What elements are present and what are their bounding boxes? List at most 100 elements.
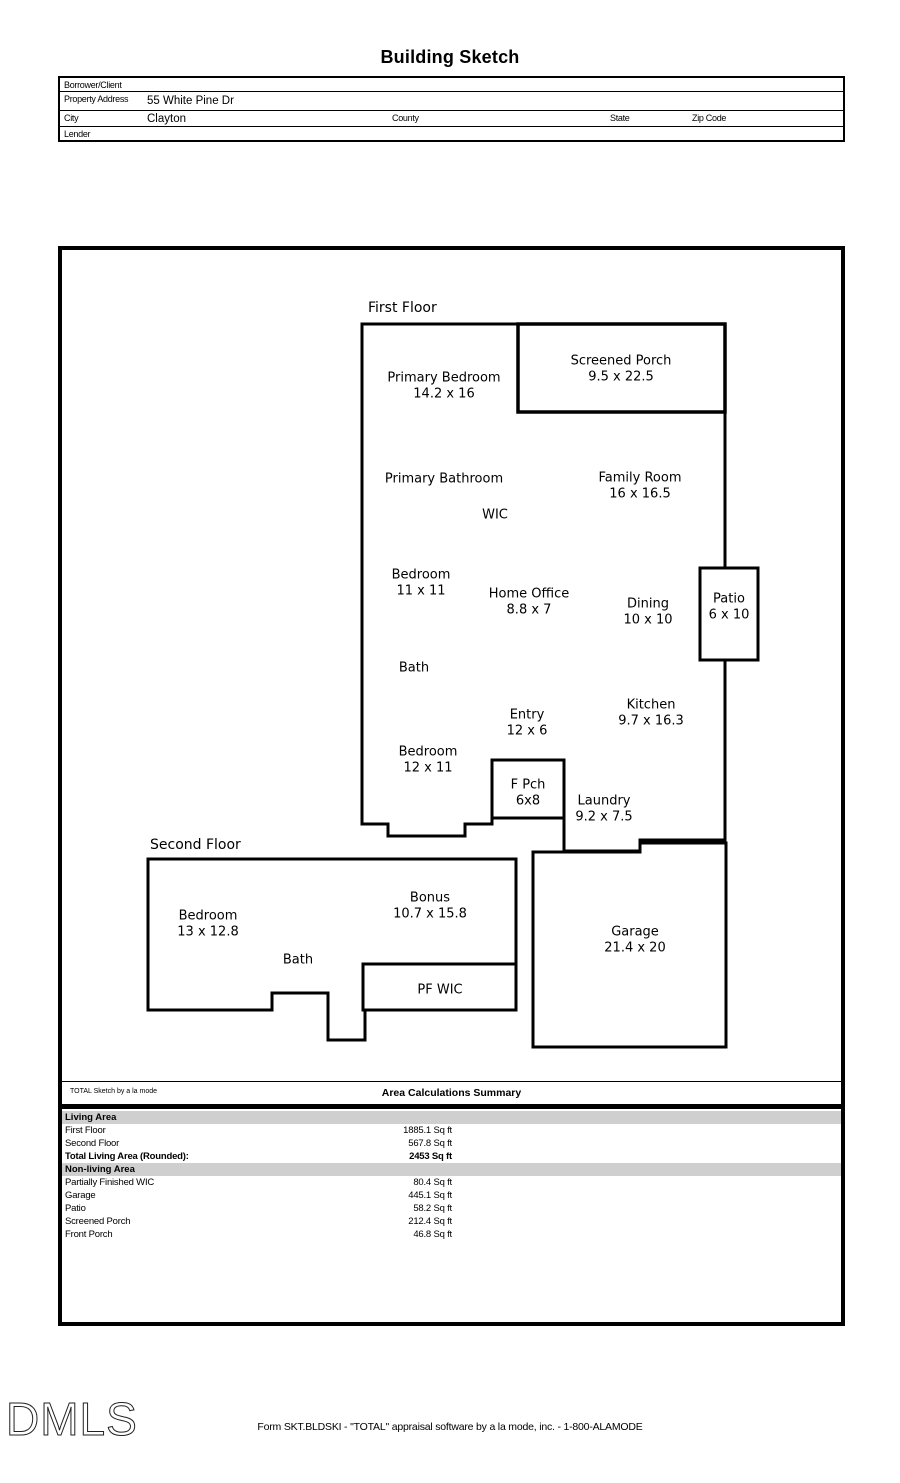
zip-code-label: Zip Code [692, 113, 727, 123]
row-value: 445.1 Sq ft [408, 1190, 452, 1201]
room-label-laundry: Laundry 9.2 x 7.5 [575, 794, 632, 825]
footer-form-line: Form SKT.BLDSKI - "TOTAL" appraisal soft… [257, 1421, 643, 1433]
table-row-total: Total Living Area (Rounded): 2453 Sq ft [62, 1150, 841, 1163]
room-dims: 6x8 [515, 793, 541, 808]
room-dims: 12 x 6 [506, 723, 548, 738]
room-label-bedroom-13x128: Bedroom 13 x 12.8 [177, 909, 238, 940]
row-value: 567.8 Sq ft [408, 1138, 452, 1149]
row-value: 58.2 Sq ft [413, 1203, 452, 1214]
lender-label: Lender [64, 129, 91, 139]
row-label: Second Floor [65, 1138, 120, 1149]
borrower-label: Borrower/Client [64, 80, 122, 90]
table-row: Second Floor 567.8 Sq ft [62, 1137, 841, 1150]
property-address-value: 55 White Pine Dr [147, 95, 234, 107]
room-label-primary-bathroom: Primary Bathroom [385, 471, 503, 487]
room-name: Kitchen [626, 697, 676, 713]
sketch-border-box [58, 246, 845, 1326]
room-label-dining: Dining 10 x 10 [623, 597, 672, 628]
room-dims: 14.2 x 16 [413, 386, 475, 401]
room-label-bonus: Bonus 10.7 x 15.8 [393, 891, 467, 922]
room-name: Home Office [488, 586, 570, 602]
form-row-city: City Clayton County State Zip Code [60, 111, 843, 127]
room-name: Primary Bathroom [384, 471, 504, 487]
room-name: Bedroom [178, 908, 238, 924]
room-dims: 12 x 11 [403, 760, 453, 775]
property-info-form: Borrower/Client Property Address 55 Whit… [58, 76, 845, 142]
row-value: 46.8 Sq ft [413, 1229, 452, 1240]
room-label-screened-porch: Screened Porch 9.5 x 22.5 [571, 354, 672, 385]
row-label: Front Porch [65, 1229, 113, 1240]
city-value: Clayton [147, 113, 186, 125]
room-name: Screened Porch [570, 353, 672, 369]
table-row: Patio 58.2 Sq ft [62, 1202, 841, 1215]
page-title: Building Sketch [380, 47, 520, 67]
form-row-property: Property Address 55 White Pine Dr [60, 92, 843, 111]
form-row-lender: Lender [60, 127, 843, 140]
room-label-wic: WIC [482, 507, 508, 523]
room-label-patio: Patio 6 x 10 [709, 592, 750, 623]
first-floor-title: First Floor [368, 300, 437, 316]
header-divider-bar [62, 1104, 841, 1109]
dmls-logo-text: DMLS [6, 1393, 138, 1445]
city-label: City [64, 113, 79, 123]
room-name: Entry [509, 707, 545, 723]
room-name: Bedroom [398, 744, 458, 760]
room-label-bedroom-12x11: Bedroom 12 x 11 [399, 745, 458, 776]
room-label-home-office: Home Office 8.8 x 7 [489, 587, 569, 618]
county-label: County [392, 113, 419, 123]
room-label-entry: Entry 12 x 6 [507, 708, 548, 739]
room-label-family-room: Family Room 16 x 16.5 [599, 471, 682, 502]
room-label-front-porch: F Pch 6x8 [511, 778, 546, 809]
form-row-borrower: Borrower/Client [60, 78, 843, 92]
room-label-bath-first: Bath [399, 660, 429, 676]
row-label: Partially Finished WIC [65, 1177, 155, 1188]
property-address-label: Property Address [64, 94, 129, 104]
room-dims: 8.8 x 7 [506, 602, 552, 617]
living-area-header: Living Area [62, 1111, 841, 1124]
row-label: First Floor [65, 1125, 106, 1136]
room-name: Bedroom [391, 567, 451, 583]
row-value: 212.4 Sq ft [408, 1216, 452, 1227]
table-row: Garage 445.1 Sq ft [62, 1189, 841, 1202]
room-dims: 9.7 x 16.3 [618, 713, 684, 728]
room-dims: 11 x 11 [396, 583, 446, 598]
room-dims: 10 x 10 [623, 612, 673, 627]
row-label: Garage [65, 1190, 96, 1201]
room-name: Dining [627, 596, 669, 612]
row-value: 1885.1 Sq ft [403, 1125, 452, 1136]
patio-outline [698, 566, 760, 662]
second-floor-title: Second Floor [150, 837, 241, 853]
room-dims: 16 x 16.5 [609, 486, 671, 501]
table-row: First Floor 1885.1 Sq ft [62, 1124, 841, 1137]
room-name: Garage [611, 924, 659, 940]
total-sketch-brand: TOTAL Sketch by a la mode [70, 1088, 158, 1095]
room-dims: 10.7 x 15.8 [393, 906, 467, 921]
row-label: Total Living Area (Rounded): [65, 1151, 189, 1162]
room-label-bedroom-11x11: Bedroom 11 x 11 [392, 568, 451, 599]
room-dims: 9.5 x 22.5 [588, 369, 654, 384]
room-dims: 21.4 x 20 [604, 940, 666, 955]
room-name: Patio [713, 591, 745, 607]
row-value: 80.4 Sq ft [413, 1177, 452, 1188]
room-label-kitchen: Kitchen 9.7 x 16.3 [618, 698, 684, 729]
dmls-logo: DMLS [6, 1393, 138, 1445]
room-name: F Pch [510, 777, 546, 793]
row-label: Patio [65, 1203, 86, 1214]
row-label: Screened Porch [65, 1216, 131, 1227]
room-name: Family Room [598, 470, 682, 486]
room-name: Laundry [577, 793, 631, 809]
room-label-primary-bedroom: Primary Bedroom 14.2 x 16 [387, 371, 500, 402]
pf-wic-outline [361, 962, 518, 1012]
row-value: 2453 Sq ft [409, 1151, 452, 1162]
front-porch-outline [490, 758, 566, 820]
room-dims: 6 x 10 [708, 607, 750, 622]
table-row: Front Porch 46.8 Sq ft [62, 1228, 841, 1241]
room-label-bath-second: Bath [283, 952, 313, 968]
screened-porch-outline [516, 322, 727, 414]
room-name: Bath [282, 952, 314, 968]
table-row: Partially Finished WIC 80.4 Sq ft [62, 1176, 841, 1189]
area-summary-title: Area Calculations Summary [381, 1087, 522, 1099]
garage-outline [531, 841, 728, 1049]
room-dims: 9.2 x 7.5 [575, 809, 633, 824]
